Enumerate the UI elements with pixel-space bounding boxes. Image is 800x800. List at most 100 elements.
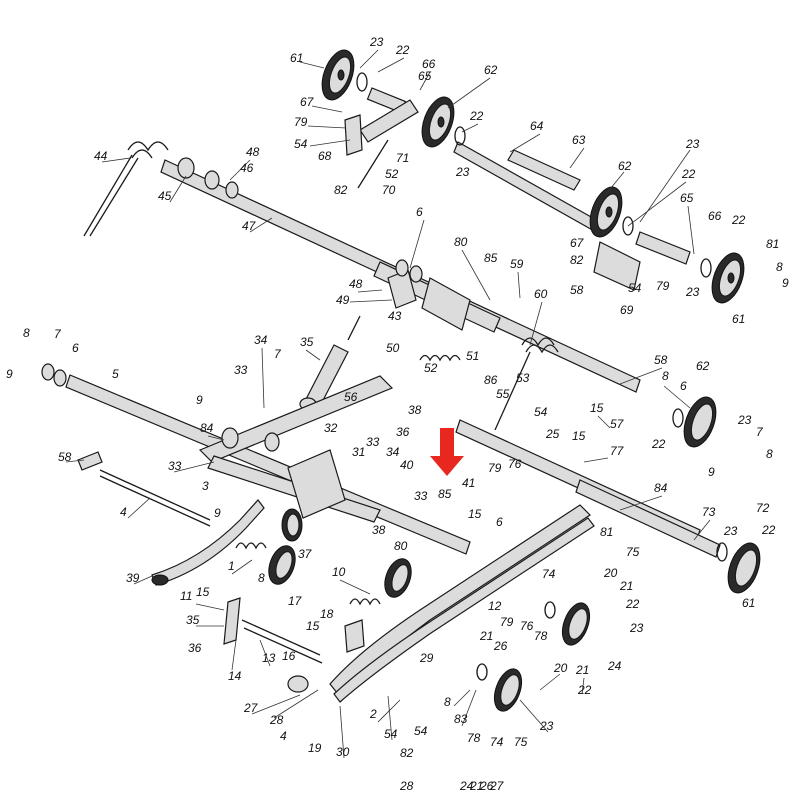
callout-label-82: 82 (400, 746, 414, 760)
callout-label-26: 26 (479, 779, 494, 793)
right-rear-wheel (716, 542, 761, 594)
upper-middle-wheel (421, 96, 466, 148)
leader-line (377, 57, 405, 73)
callout-label-7: 7 (756, 425, 764, 439)
callout-label-45: 45 (158, 189, 172, 203)
leader-line (169, 175, 187, 203)
callout-label-2: 2 (369, 707, 377, 721)
callout-label-21: 21 (575, 663, 589, 677)
front-arm-frame (198, 375, 394, 523)
right-upper-wheel (589, 186, 691, 291)
callout-label-9: 9 (196, 393, 203, 407)
callout-label-41: 41 (462, 476, 475, 490)
callout-label-9: 9 (708, 465, 715, 479)
callout-label-50: 50 (386, 341, 400, 355)
callout-label-28: 28 (399, 779, 414, 793)
leader-line (195, 603, 225, 611)
callout-label-80: 80 (394, 539, 408, 553)
right-slide-rail (329, 504, 595, 703)
callout-label-4: 4 (120, 505, 127, 519)
callout-label-68: 68 (318, 149, 332, 163)
callout-label-73: 73 (702, 505, 716, 519)
bracket-76 (344, 619, 365, 653)
callout-label-38: 38 (408, 403, 422, 417)
callout-label-54: 54 (384, 727, 398, 741)
callout-label-24: 24 (459, 779, 474, 793)
left-slide-rail (151, 499, 265, 586)
callout-label-31: 31 (352, 445, 365, 459)
callout-label-15: 15 (306, 619, 320, 633)
callout-label-79: 79 (500, 615, 514, 629)
callout-label-22: 22 (625, 597, 640, 611)
callout-label-12: 12 (488, 599, 502, 613)
leader-line (65, 459, 85, 463)
callout-label-37: 37 (298, 547, 313, 561)
callout-label-44: 44 (94, 149, 108, 163)
callout-label-66: 66 (708, 209, 722, 223)
leader-line (133, 575, 153, 585)
callout-label-61: 61 (732, 312, 745, 326)
callout-label-6: 6 (496, 515, 503, 529)
callout-label-39: 39 (126, 571, 140, 585)
callout-label-8: 8 (258, 571, 265, 585)
leader-line (409, 219, 425, 269)
callout-label-66: 66 (422, 57, 436, 71)
callout-label-22: 22 (395, 43, 410, 57)
callout-label-33: 33 (414, 489, 428, 503)
leader-line (539, 673, 561, 691)
callout-label-10: 10 (332, 565, 346, 579)
callout-label-46: 46 (240, 161, 254, 175)
callout-label-65: 65 (680, 191, 694, 205)
callout-label-22: 22 (731, 213, 746, 227)
leader-line (663, 385, 691, 409)
callout-label-23: 23 (723, 524, 738, 538)
leader-line (619, 367, 663, 385)
leader-line (453, 689, 471, 707)
leader-line (569, 147, 585, 169)
callout-label-65: 65 (418, 69, 432, 83)
callout-label-33: 33 (234, 363, 248, 377)
lower-wheel-lower (476, 663, 523, 712)
leader-line (261, 347, 265, 409)
leader-line (311, 105, 343, 113)
callout-label-54: 54 (628, 281, 642, 295)
callout-label-52: 52 (424, 361, 438, 375)
leader-line (173, 461, 215, 473)
callout-label-55: 55 (496, 387, 510, 401)
leader-line (447, 77, 491, 109)
inner-wheel-front (281, 508, 303, 542)
leader-line (231, 559, 253, 575)
callout-label-49: 49 (336, 293, 350, 307)
leader-line (517, 271, 521, 299)
callout-label-84: 84 (654, 481, 668, 495)
callout-label-21: 21 (479, 629, 493, 643)
callout-label-15: 15 (468, 507, 482, 521)
callout-label-36: 36 (396, 425, 410, 439)
callout-label-7: 7 (274, 347, 282, 361)
callout-label-22: 22 (577, 683, 592, 697)
callout-label-70: 70 (382, 183, 396, 197)
callout-label-58: 58 (58, 450, 72, 464)
center-pivot-assembly (373, 259, 501, 333)
callout-label-40: 40 (400, 458, 414, 472)
callout-label-17: 17 (288, 594, 303, 608)
leader-lines (65, 49, 711, 759)
callout-label-78: 78 (467, 731, 481, 745)
callout-label-61: 61 (290, 51, 303, 65)
callout-label-23: 23 (629, 621, 644, 635)
torsion-spring-left (83, 141, 169, 237)
callout-label-23: 23 (369, 35, 384, 49)
leader-line (597, 415, 611, 429)
callout-label-64: 64 (530, 119, 544, 133)
idler-arm-left (344, 99, 419, 189)
callout-label-22: 22 (651, 437, 666, 451)
leader-line (101, 157, 131, 163)
callout-label-77: 77 (610, 444, 625, 458)
callout-label-62: 62 (618, 159, 632, 173)
callout-label-79: 79 (294, 115, 308, 129)
callout-label-8: 8 (662, 369, 669, 383)
callout-label-9: 9 (6, 367, 13, 381)
callout-label-72: 72 (756, 501, 770, 515)
upper-left-wheel (321, 49, 407, 114)
callout-label-71: 71 (396, 151, 409, 165)
